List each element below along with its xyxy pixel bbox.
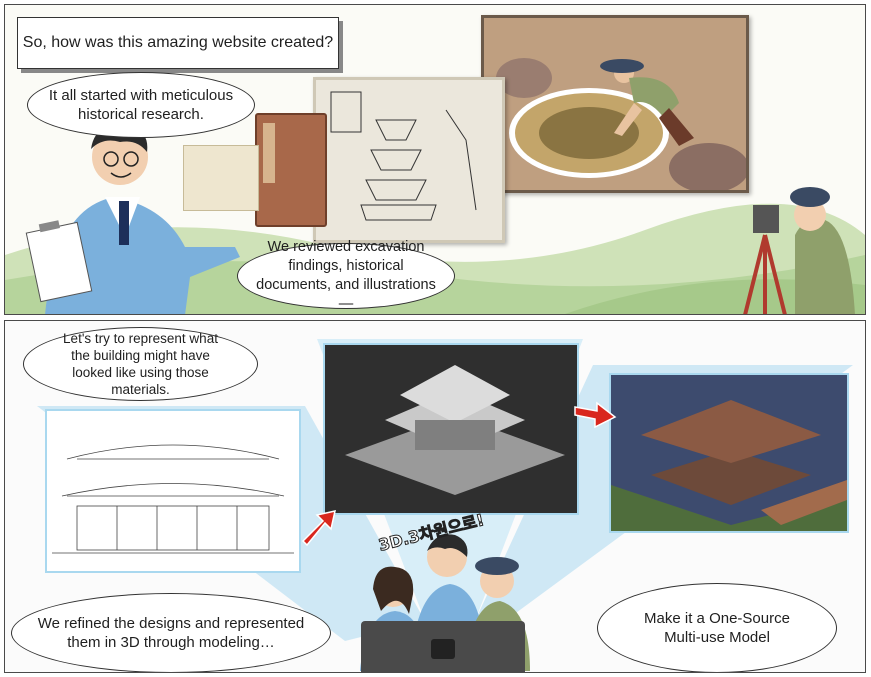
red-arrow-icon: [574, 401, 617, 429]
red-arrow-icon: [301, 510, 336, 547]
book-label: [263, 123, 275, 183]
gray-model-shape: [345, 365, 565, 495]
speech-bubble-onesource: Make it a One-Source Multi-use Model: [597, 583, 837, 672]
excavation-photo: [481, 15, 749, 193]
old-book: [255, 113, 327, 227]
caption-text: So, how was this amazing website created…: [22, 34, 334, 51]
scroll-document: [183, 145, 259, 211]
speech-bubble-research: It all started with meticulous historica…: [27, 72, 255, 138]
bubble-text: It all started with meticulous historica…: [48, 87, 234, 123]
monitor-back: [361, 621, 525, 672]
excavation-scene: [484, 18, 746, 190]
top-comic-panel: So, how was this amazing website created…: [4, 4, 866, 315]
bubble-text: We refined the designs and represented t…: [37, 615, 305, 651]
speech-bubble-refined: We refined the designs and represented t…: [11, 593, 331, 672]
bottom-comic-panel: 3D.3차원으로! Let's try to represent what th…: [4, 320, 866, 673]
bubble-text: Make it a One-Source Multi-use Model: [644, 610, 790, 646]
camera-icon: [431, 639, 455, 659]
historical-document: [313, 77, 505, 243]
caption-box: So, how was this amazing website created…: [17, 17, 339, 69]
researcher-character: [25, 124, 240, 314]
colored-3d-model-render: [609, 373, 849, 533]
speech-bubble-represent: Let's try to represent what the building…: [23, 327, 258, 401]
surveyor-character: [743, 187, 855, 314]
clipboard-icon: [25, 220, 93, 303]
bubble-text: Let's try to represent what the building…: [63, 331, 218, 397]
blueprint-drawing: [45, 409, 301, 573]
elevation-sketch: [52, 444, 294, 554]
surveyor-tripod-icon: [743, 205, 787, 314]
speech-bubble-reviewed: We reviewed excavation findings, histori…: [237, 239, 455, 312]
bubble-text: We reviewed excavation findings, histori…: [256, 239, 436, 312]
colored-model-shape: [611, 400, 847, 531]
gray-3d-model-render: [323, 343, 579, 515]
pagoda-drawing: [316, 80, 502, 240]
